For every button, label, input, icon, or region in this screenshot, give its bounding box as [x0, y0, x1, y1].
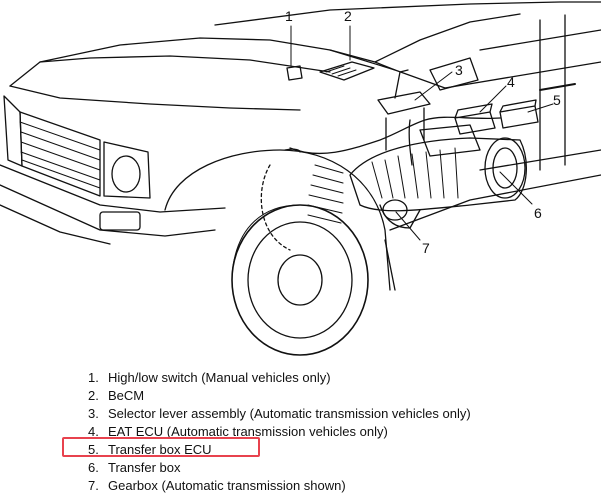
legend-item: 5. Transfer box ECU	[88, 441, 471, 459]
high-low-switch	[286, 65, 303, 81]
legend-text: BeCM	[108, 388, 145, 403]
legend-item: 7. Gearbox (Automatic transmission shown)	[88, 477, 471, 495]
legend-item: 6. Transfer box	[88, 459, 471, 477]
legend-text: Selector lever assembly (Automatic trans…	[108, 406, 471, 421]
legend-item: 4. EAT ECU (Automatic transmission vehicl…	[88, 423, 471, 441]
callout-3: 3	[455, 62, 463, 78]
legend-number: 4.	[88, 424, 99, 439]
legend-number: 7.	[88, 478, 99, 493]
gearbox-body	[349, 137, 527, 212]
front-tyre	[231, 204, 369, 356]
legend-item: 2. BeCM	[88, 387, 471, 405]
callout-1: 1	[285, 8, 293, 24]
legend-text: Transfer box ECU	[108, 442, 212, 457]
callout-4: 4	[507, 74, 515, 90]
callout-6: 6	[534, 205, 542, 221]
front-door	[444, 61, 601, 89]
leader-line-7	[395, 211, 421, 241]
legend-text: Gearbox (Automatic transmission shown)	[108, 478, 346, 493]
legend-number: 3.	[88, 406, 99, 421]
parts-legend: 1. High/low switch (Manual vehicles only)…	[88, 369, 471, 495]
selector-lever-assembly	[377, 91, 431, 115]
leader-line-3	[414, 71, 453, 101]
legend-number: 5.	[88, 442, 99, 457]
legend-number: 6.	[88, 460, 99, 475]
legend-text: EAT ECU (Automatic transmission vehicles…	[108, 424, 388, 439]
a-pillar	[374, 13, 521, 63]
bonnet-front	[9, 85, 301, 111]
wing-mirror	[429, 57, 479, 91]
legend-text: Transfer box	[108, 460, 181, 475]
eat-ecu	[454, 111, 496, 135]
roof-line	[214, 1, 601, 26]
vehicle-diagram	[0, 1, 601, 356]
legend-number: 2.	[88, 388, 99, 403]
headlamp	[103, 141, 151, 199]
front-bumper	[0, 164, 226, 213]
leader-line-5	[527, 103, 554, 113]
legend-text: High/low switch (Manual vehicles only)	[108, 370, 331, 385]
legend-item: 1. High/low switch (Manual vehicles only)	[88, 369, 471, 387]
callout-2: 2	[344, 8, 352, 24]
highlight-box	[62, 437, 260, 457]
transfer-box-ecu	[499, 105, 539, 129]
transfer-box	[419, 124, 481, 157]
wheel-arch	[164, 149, 391, 291]
leader-line-6	[499, 171, 533, 205]
suspension-spring	[307, 164, 344, 224]
bonnet-outline	[9, 37, 396, 87]
windscreen-base	[329, 49, 446, 89]
legend-item: 3. Selector lever assembly (Automatic tra…	[88, 405, 471, 423]
callout-5: 5	[553, 92, 561, 108]
leader-line-4	[479, 85, 507, 113]
becm-unit	[319, 61, 375, 81]
bonnet-crease	[39, 55, 331, 73]
wiring-harness	[289, 116, 501, 155]
callout-7: 7	[422, 240, 430, 256]
legend-number: 1.	[88, 370, 99, 385]
